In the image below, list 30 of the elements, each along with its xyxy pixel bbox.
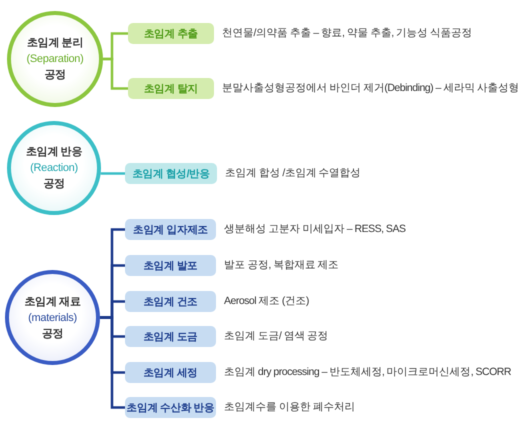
category-tag: 초임계 수산화 반응: [125, 397, 216, 418]
connector-line: [100, 316, 125, 409]
category-tag: 초임계 건조: [125, 291, 216, 312]
circle-caption: 공정: [42, 326, 64, 342]
description-text: 분말사출성형공정에서 바인더 제거(Debinding) – 세라믹 사출성형: [222, 81, 520, 96]
connector-line: [100, 172, 125, 175]
description-text: Aerosol 제조 (건조): [224, 294, 309, 309]
category-tag: 초임계 세정: [125, 362, 216, 383]
category-tag: 초임계 입자제조: [125, 219, 216, 240]
description-text: 발포 공정, 복합재료 제조: [224, 258, 339, 273]
circle-title: 초임계 분리: [26, 36, 84, 51]
circle-title: 초임계 재료: [24, 294, 81, 310]
description-text: 천연물/의약품 추출 – 향료, 약물 추출, 기능성 식품공정: [222, 26, 472, 41]
description-text: 초임계 합성 /초임계 수열합성: [225, 166, 361, 181]
category-tag: 초임계 탈지: [128, 78, 214, 99]
category-tag: 초임계 발포: [125, 255, 216, 276]
circle-caption: 공정: [44, 68, 66, 83]
circle-title: 초임계 반응: [26, 145, 82, 160]
circle-subtitle: (materials): [28, 310, 77, 326]
circle-caption: 공정: [43, 177, 65, 192]
circle-subtitle: (Reaction): [30, 161, 78, 176]
description-text: 초임계수를 이용한 폐수처리: [224, 400, 355, 415]
connector-line: [103, 58, 128, 90]
description-text: 생분해성 고분자 미세입자 – RESS, SAS: [224, 222, 406, 237]
description-text: 초임계 dry processing – 반도체세정, 마이크로머신세정, SCORR: [224, 365, 511, 380]
category-tag: 초임계 추출: [128, 23, 214, 44]
description-text: 초임계 도금/ 염색 공정: [224, 329, 328, 344]
category-tag: 초임계 도금: [125, 326, 216, 347]
circle-subtitle: (Separation): [26, 52, 84, 67]
category-tag: 초임계 협성/반응: [125, 163, 217, 184]
